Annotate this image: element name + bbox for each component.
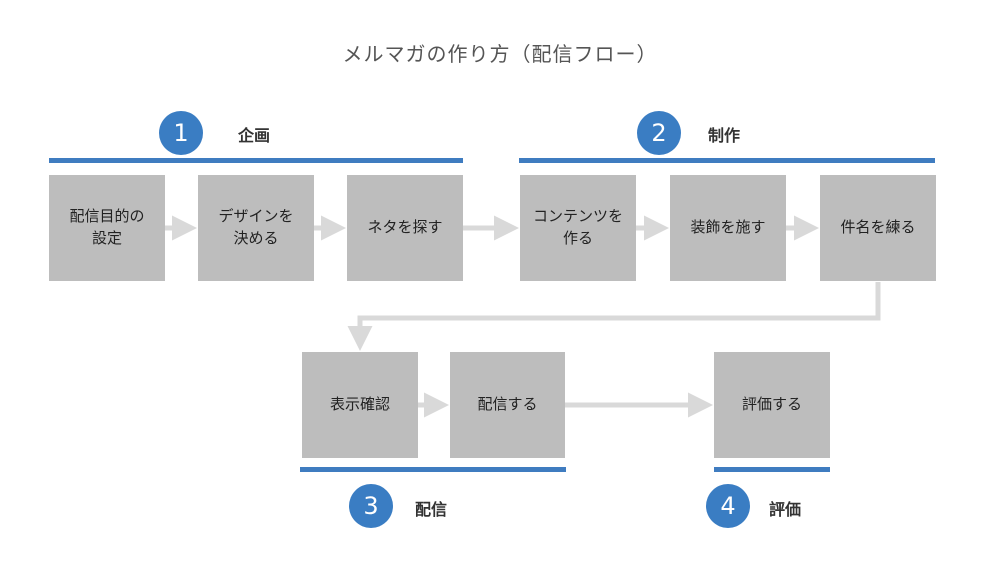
step-box-preview: 表示確認 xyxy=(302,352,418,458)
step-box-design: デザインを 決める xyxy=(198,175,314,281)
step-box-purpose: 配信目的の 設定 xyxy=(49,175,165,281)
phase-1-bar xyxy=(49,158,463,163)
diagram-title: メルマガの作り方（配信フロー） xyxy=(342,42,658,66)
phase-3-label: 配信 xyxy=(415,500,448,519)
phase-2-number-badge: 2 xyxy=(637,111,681,155)
step-box-content: コンテンツを 作る xyxy=(520,175,636,281)
phase-2-label: 制作 xyxy=(708,126,741,145)
phase-1-number-badge: 1 xyxy=(159,111,203,155)
phase-4-bar xyxy=(714,467,830,472)
phase-4-label: 評価 xyxy=(769,500,802,519)
phase-3-bar xyxy=(300,467,566,472)
step-box-evaluate: 評価する xyxy=(714,352,830,458)
step-box-subject: 件名を練る xyxy=(820,175,936,281)
step-box-decoration: 装飾を施す xyxy=(670,175,786,281)
phase-3-number-badge: 3 xyxy=(349,484,393,528)
step-box-send: 配信する xyxy=(450,352,565,458)
arrow-step6-step7 xyxy=(347,282,881,351)
step-box-topics: ネタを探す xyxy=(347,175,463,281)
phase-2-bar xyxy=(519,158,935,163)
phase-4-number-badge: 4 xyxy=(706,484,750,528)
phase-1-label: 企画 xyxy=(238,126,271,145)
